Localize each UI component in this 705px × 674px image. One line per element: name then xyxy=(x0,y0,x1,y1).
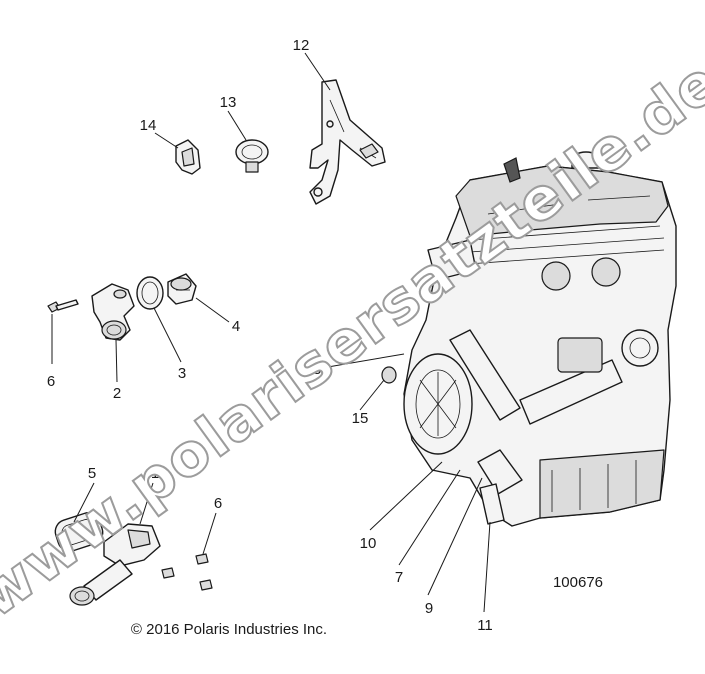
part-6-bolt-top xyxy=(47,299,79,313)
part-2-housing xyxy=(91,283,135,341)
callout-7: 7 xyxy=(395,569,403,586)
callout-2: 2 xyxy=(113,385,121,402)
callout-6-bottom: 6 xyxy=(214,495,222,512)
callout-1: 1 xyxy=(151,465,159,482)
callout-8: 8 xyxy=(313,361,321,378)
copyright-notice: © 2016 Polaris Industries Inc. xyxy=(131,621,327,638)
part-1-outlet xyxy=(69,523,161,606)
part-4-thermostat xyxy=(167,273,197,305)
part-3-oring xyxy=(136,276,164,310)
callout-3: 3 xyxy=(178,365,186,382)
callout-10: 10 xyxy=(360,535,377,552)
callout-5: 5 xyxy=(88,465,96,482)
callout-11: 11 xyxy=(477,617,493,634)
callout-labels: 12 13 14 4 3 6 2 8 15 5 1 6 10 7 9 11 xyxy=(47,37,493,634)
part-14-clip xyxy=(175,139,201,175)
callout-13: 13 xyxy=(220,94,237,111)
engine-assembly xyxy=(381,151,677,527)
callout-9: 9 xyxy=(425,600,433,617)
callout-14: 14 xyxy=(140,117,157,134)
leader-lines xyxy=(51,52,491,613)
callout-15: 15 xyxy=(352,410,369,427)
part-5-gasket xyxy=(54,512,104,552)
callout-4: 4 xyxy=(232,318,240,335)
part-6-bolts-bottom xyxy=(161,553,213,591)
figure-number: 100676 xyxy=(553,574,603,591)
callout-12: 12 xyxy=(293,37,310,54)
part-12-bracket xyxy=(309,79,386,205)
callout-6-top: 6 xyxy=(47,373,55,390)
part-13-clamp xyxy=(235,139,269,173)
